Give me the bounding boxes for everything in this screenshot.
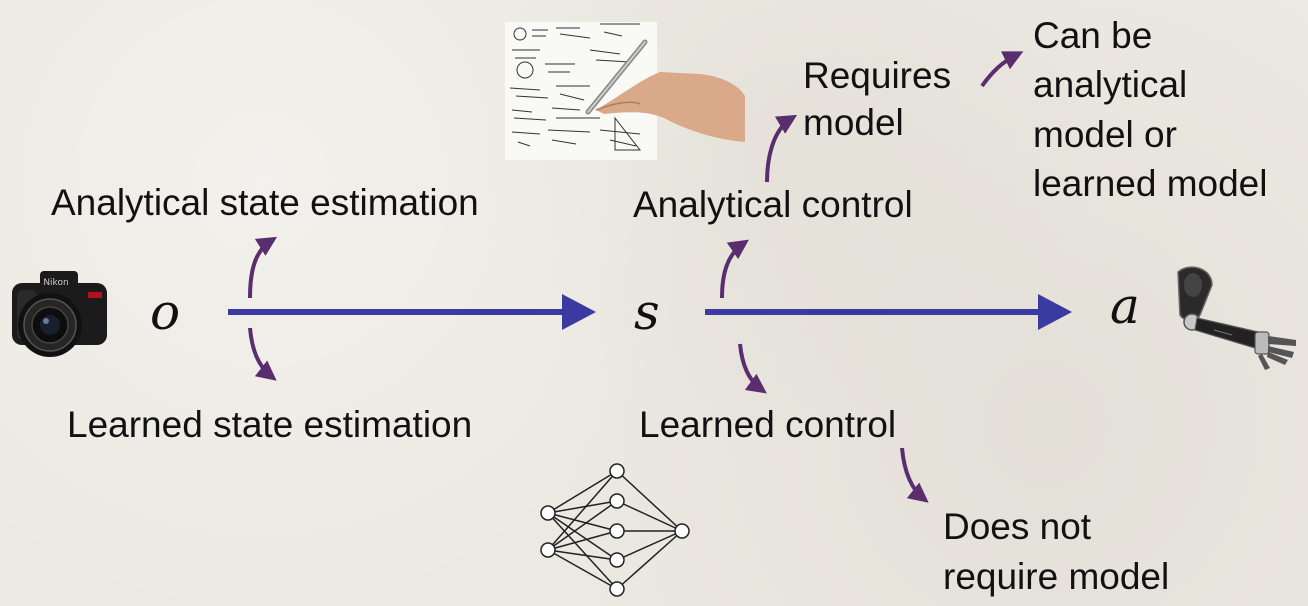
- arrow-s-to-a: [705, 294, 1072, 330]
- curved-arrow-analytical-state: [248, 236, 278, 299]
- curved-arrow-learned-state: [248, 327, 277, 381]
- can-be-line2: analytical: [1033, 64, 1188, 105]
- handwriting-math-icon: [505, 22, 745, 160]
- learned-control-label: Learned control: [639, 404, 897, 445]
- curved-arrow-learned-control: [738, 343, 767, 394]
- observation-variable: o: [150, 283, 181, 341]
- robot-arm-icon: [1177, 266, 1296, 370]
- camera-icon: Nikon: [12, 271, 107, 357]
- can-be-line3: model or: [1033, 114, 1177, 155]
- curved-arrow-can-be: [980, 51, 1024, 88]
- learned-state-estimation-label: Learned state estimation: [67, 404, 473, 445]
- svg-text:Nikon: Nikon: [43, 278, 68, 288]
- curved-arrow-does-not: [900, 447, 929, 503]
- can-be-line1: Can be: [1033, 15, 1153, 56]
- requires-model-line1: Requires: [803, 55, 952, 96]
- can-be-line4: learned model: [1033, 163, 1268, 204]
- curved-arrow-requires-model: [765, 114, 798, 183]
- action-variable: a: [1110, 277, 1140, 335]
- analytical-control-label: Analytical control: [633, 184, 913, 225]
- neural-network-icon: [540, 463, 690, 597]
- does-not-require-line1: Does not: [943, 506, 1092, 547]
- analytical-state-estimation-label: Analytical state estimation: [51, 182, 479, 223]
- arrow-o-to-s: [228, 294, 596, 330]
- curved-arrow-analytical-control: [720, 239, 749, 299]
- does-not-require-line2: require model: [943, 556, 1170, 597]
- requires-model-line2: model: [803, 102, 904, 143]
- state-variable: s: [634, 283, 660, 341]
